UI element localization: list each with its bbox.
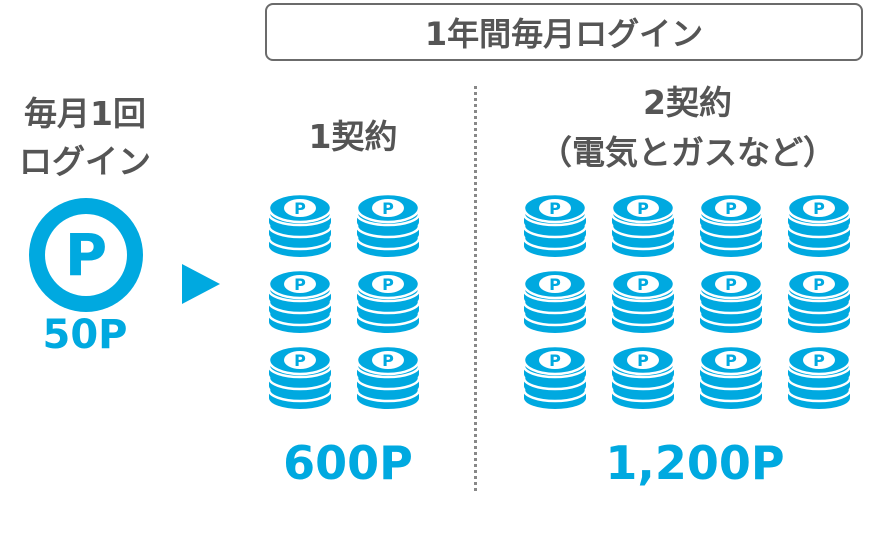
svg-text:P: P [294,199,306,218]
two-contract-coin-stack-icon: P [520,268,590,342]
one-contract-coin-stack-icon: P [353,192,423,266]
svg-text:P: P [549,351,561,370]
two-contract-coin-stack-icon: P [784,192,854,266]
two-contract-coin-stack-icon: P [520,192,590,266]
svg-text:P: P [637,275,649,294]
two-contract-coin-stack-icon: P [608,268,678,342]
two-contract-title: 2契約 （電気とガスなど） [500,78,875,178]
one-contract-coin-grid: P P P P P P [265,192,435,422]
svg-text:P: P [549,199,561,218]
left-label-line1: 毎月1回 [24,94,146,133]
two-contract-coin-stack-icon: P [608,344,678,418]
two-contract-title-line2: （電気とガスなど） [539,133,836,172]
header-title: 1年間毎月ログイン [424,15,704,53]
two-contract-coin-stack-icon: P [696,344,766,418]
left-label: 毎月1回 ログイン [5,90,165,186]
two-contract-coin-stack-icon: P [784,344,854,418]
svg-text:P: P [725,351,737,370]
svg-text:P: P [725,275,737,294]
section-divider [474,86,477,491]
one-contract-coin-stack-icon: P [265,268,335,342]
svg-text:P: P [813,275,825,294]
two-contract-coin-stack-icon: P [608,192,678,266]
two-contract-coin-stack-icon: P [696,268,766,342]
svg-text:P: P [637,351,649,370]
two-contract-title-line1: 2契約 [643,83,732,122]
two-contract-coin-stack-icon: P [784,268,854,342]
one-contract-total: 600P [283,436,413,490]
two-contract-coin-stack-icon: P [696,192,766,266]
svg-text:P: P [725,199,737,218]
svg-text:P: P [637,199,649,218]
two-contract-coin-grid: P P P P P P P P P P P P [520,192,865,422]
monthly-point-value: 50P [42,312,128,358]
svg-text:P: P [813,351,825,370]
svg-text:P: P [382,275,394,294]
svg-text:P: P [382,199,394,218]
one-contract-coin-stack-icon: P [353,268,423,342]
two-contract-total: 1,200P [605,436,785,490]
one-contract-coin-stack-icon: P [265,344,335,418]
svg-text:P: P [294,351,306,370]
header-title-box: 1年間毎月ログイン [265,3,863,61]
two-contract-coin-stack-icon: P [520,344,590,418]
svg-text:P: P [294,275,306,294]
point-circle-icon: P [29,198,143,312]
point-letter: P [45,214,127,296]
arrow-right-icon [182,264,220,304]
one-contract-title: 1契約 [308,117,398,156]
one-contract-coin-stack-icon: P [265,192,335,266]
svg-text:P: P [382,351,394,370]
svg-text:P: P [549,275,561,294]
svg-text:P: P [813,199,825,218]
left-label-line2: ログイン [19,142,151,181]
one-contract-coin-stack-icon: P [353,344,423,418]
